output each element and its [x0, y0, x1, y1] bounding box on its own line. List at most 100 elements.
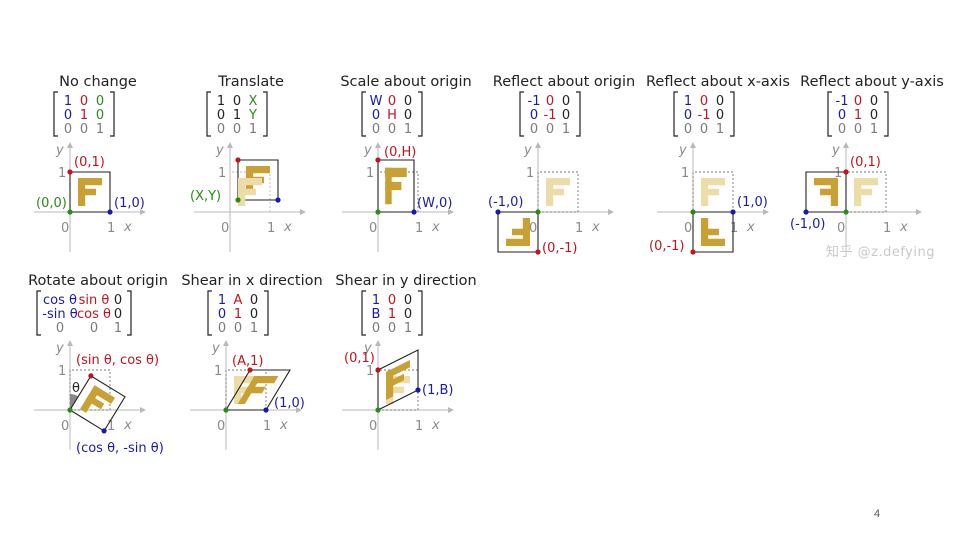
x-axis-arrow	[140, 209, 146, 215]
matrix-bracket-left	[361, 290, 366, 336]
matrix-entry: 1	[233, 108, 241, 123]
point-marker	[535, 209, 541, 215]
original-unit-square	[69, 369, 111, 411]
matrix-entry: 0	[250, 293, 258, 308]
point-marker	[375, 209, 381, 215]
x-axis-label: x	[279, 418, 288, 433]
f-mark-stroke	[246, 166, 270, 174]
matrix-entry: 0	[684, 122, 692, 137]
matrix-entry: W	[370, 94, 383, 109]
panel-title: Shear in y direction	[335, 273, 476, 289]
tick-label-y-1: 1	[526, 166, 534, 181]
matrix-entry: 1	[218, 293, 226, 308]
point-marker	[67, 169, 73, 175]
matrix-entry: 0	[250, 307, 258, 322]
f-mark-stroke	[90, 385, 116, 404]
matrix-bracket-left	[827, 91, 832, 137]
y-axis-arrow	[223, 340, 229, 346]
point-label: (cos θ, -sin θ)	[76, 441, 164, 456]
point-marker	[375, 367, 381, 373]
y-axis-label: y	[211, 341, 220, 356]
x-axis-arrow	[296, 407, 302, 413]
x-axis-arrow	[608, 209, 614, 215]
matrix-entry: H	[387, 108, 397, 123]
point-marker	[535, 249, 541, 255]
tick-label-y-1: 1	[366, 166, 374, 181]
matrix-entry: 0	[716, 108, 724, 123]
point-label: (0,H)	[384, 145, 416, 160]
point-marker	[690, 249, 696, 255]
point-marker	[223, 407, 229, 413]
matrix-entry: 1	[388, 307, 396, 322]
point-marker	[235, 197, 241, 203]
point-label: (X,Y)	[190, 189, 221, 204]
matrix-entry: X	[249, 94, 258, 109]
matrix-entry: 1	[716, 122, 724, 137]
matrix-entry: 1	[64, 94, 72, 109]
matrix-entry: 0	[218, 321, 226, 336]
point-marker	[495, 209, 501, 215]
tick-label-x-1: 1	[415, 419, 423, 434]
matrix-entry: 1	[562, 122, 570, 137]
point-marker	[247, 367, 253, 373]
tick-label-y-1: 1	[218, 166, 226, 181]
matrix-entry: 0	[217, 108, 225, 123]
f-mark-stroke	[506, 238, 530, 246]
point-label: (0,1)	[850, 155, 881, 170]
tick-label-origin: 0	[369, 221, 377, 236]
tick-label-x-1: 1	[575, 221, 583, 236]
matrix-entry: 0	[854, 94, 862, 109]
matrix-bracket-right	[418, 91, 423, 137]
matrix-entry: 0	[838, 108, 846, 123]
matrix-entry: 0	[530, 108, 538, 123]
matrix-entry: 0	[562, 94, 570, 109]
point-marker	[88, 373, 94, 379]
panel-title: Scale about origin	[340, 74, 471, 90]
tick-label-y-1: 1	[58, 364, 66, 379]
point-label: (1,0)	[114, 196, 145, 211]
x-axis-arrow	[140, 407, 146, 413]
panel-title: Translate	[217, 74, 284, 90]
point-label: (0,1)	[344, 351, 375, 366]
x-axis-label: x	[123, 418, 132, 433]
matrix-bracket-left	[206, 91, 211, 137]
f-mark-stroke	[78, 178, 102, 186]
matrix-entry: 1	[404, 321, 412, 336]
f-mark-stroke	[512, 228, 530, 236]
tick-label-y-1: 1	[58, 166, 66, 181]
matrix-entry: 0	[388, 94, 396, 109]
matrix-bracket-right	[576, 91, 581, 137]
matrix-entry: 1	[870, 122, 878, 137]
point-label: (0,1)	[74, 155, 105, 170]
matrix-entry: 0	[684, 108, 692, 123]
tick-label-x-1: 1	[415, 221, 423, 236]
f-mark-stroke	[238, 178, 262, 186]
matrix-entry: 0	[870, 94, 878, 109]
point-label: (A,1)	[232, 354, 263, 369]
matrix-entry: 0	[372, 122, 380, 137]
f-mark-stroke	[546, 188, 564, 196]
matrix-entry: 0	[838, 122, 846, 137]
matrix-entry: Y	[248, 108, 257, 123]
sheared-shape	[377, 349, 419, 411]
matrix-entry: 0	[854, 122, 862, 137]
f-mark-stroke	[385, 167, 407, 178]
matrix-entry: 0	[80, 94, 88, 109]
matrix-entry: 0	[96, 94, 104, 109]
original-unit-square	[537, 171, 579, 213]
tick-label-origin: 0	[369, 419, 377, 434]
tick-label-x-1: 1	[107, 221, 115, 236]
point-marker	[67, 407, 73, 413]
point-label: (-1,0)	[790, 217, 826, 232]
point-label: (1,B)	[422, 383, 453, 398]
f-mark-stroke	[814, 178, 838, 186]
tick-label-x-1: 1	[263, 419, 271, 434]
matrix-entry: 0	[530, 122, 538, 137]
matrix-entry: 1	[854, 108, 862, 123]
